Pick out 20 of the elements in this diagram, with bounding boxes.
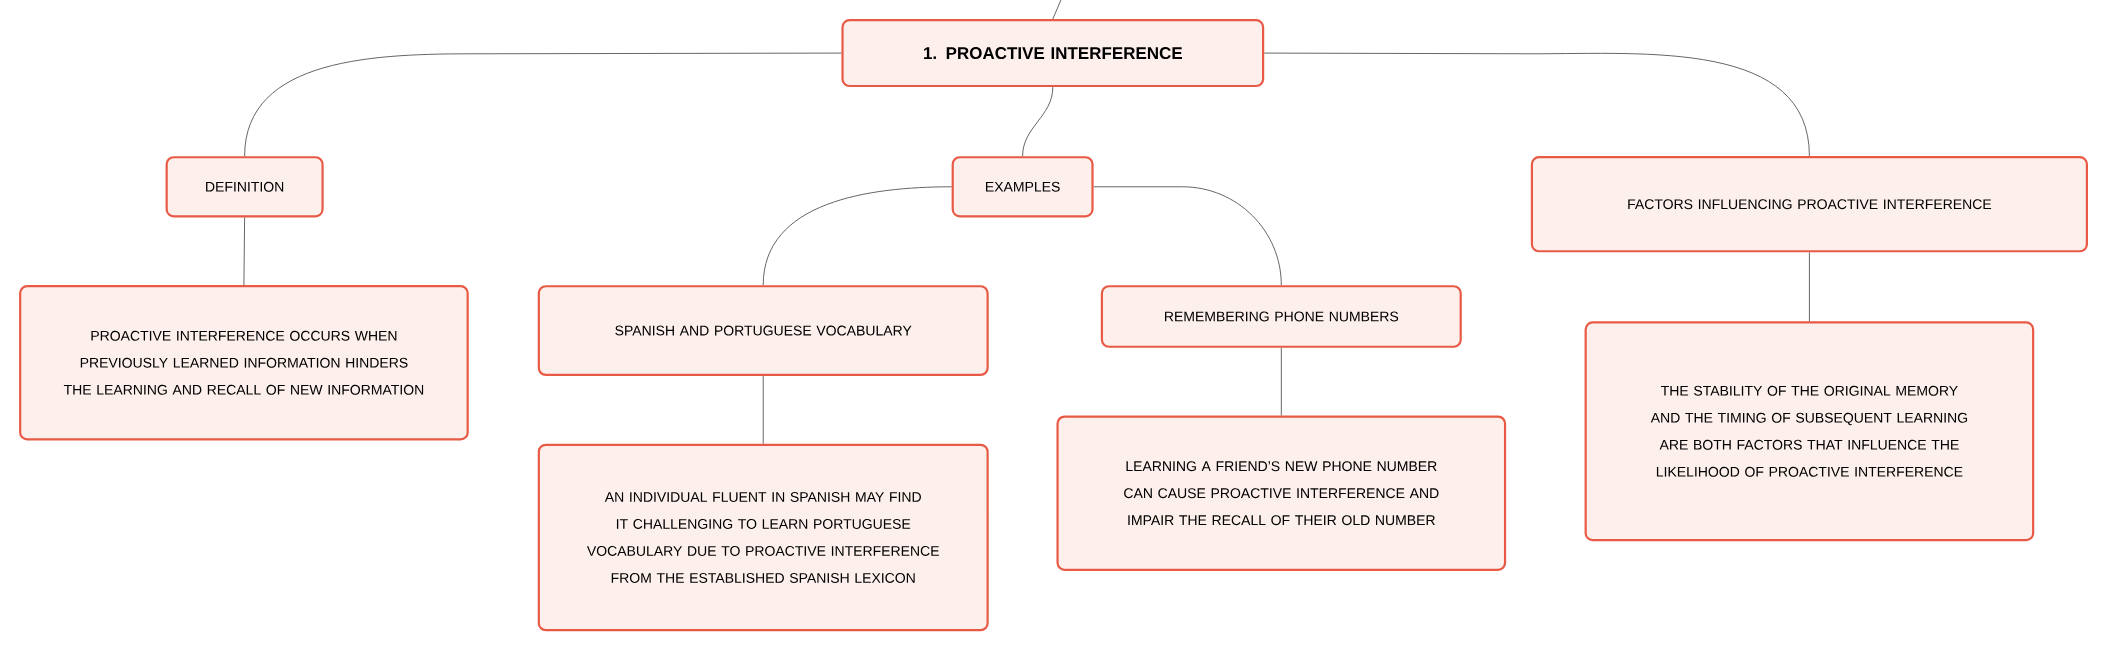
- topic-box: THE STABILITY OF THE ORIGINAL MEMORY AND THE TIMING OF SUBSEQUENT LEARNING ARE BOTH FACTORS THAT INFLUENCE THE LIKELIHOOD OF PROACTIVE INTERFERENCE: [1584, 321, 2035, 542]
- connector-line: [1022, 86, 1054, 157]
- topic-box: DEFINITION: [165, 156, 324, 218]
- connector-line: [762, 186, 953, 286]
- connector-line: [243, 217, 246, 286]
- connector-line: [244, 52, 842, 157]
- connector-line: [1263, 52, 1810, 157]
- connector-line: [1052, 0, 1062, 20]
- topic-box: AN INDIVIDUAL FLUENT IN SPANISH MAY FIND IT CHALLENGING TO LEARN PORTUGUESE VOCABULARY DUE TO PROACTIVE INTERFERENCE FROM THE ESTABLISHED SPANISH LEXICON: [537, 443, 989, 632]
- title-box: 1. PROACTIVE INTERFERENCE: [841, 19, 1265, 88]
- topic-box: FACTORS INFLUENCING PROACTIVE INTERFERENCE: [1530, 156, 2088, 253]
- topic-box: EXAMPLES: [951, 156, 1094, 218]
- topic-box: LEARNING A FRIEND’S NEW PHONE NUMBER CAN CAUSE PROACTIVE INTERFERENCE AND IMPAIR THE RECALL OF THEIR OLD NUMBER: [1056, 415, 1507, 571]
- connector-line: [1808, 251, 1810, 322]
- topic-box: SPANISH AND PORTUGUESE VOCABULARY: [537, 285, 989, 377]
- connector-line: [1280, 347, 1282, 416]
- connector-line: [762, 375, 764, 445]
- connector-line: [1093, 186, 1282, 286]
- topic-box: REMEMBERING PHONE NUMBERS: [1100, 285, 1462, 348]
- topic-box: PROACTIVE INTERFERENCE OCCURS WHEN PREVIOUSLY LEARNED INFORMATION HINDERS THE LEARNING AND RECALL OF NEW INFORMATION: [19, 285, 469, 441]
